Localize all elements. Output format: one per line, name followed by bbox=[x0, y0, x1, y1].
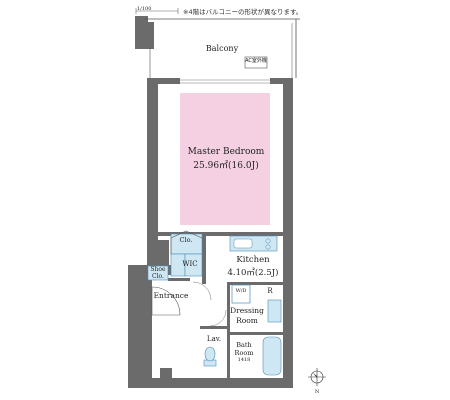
balcony-area bbox=[135, 16, 300, 78]
floor-note: ※4階はバルコニーの形状が異なります。 bbox=[183, 8, 303, 16]
washer-label: W/D bbox=[235, 288, 247, 294]
bath-room-label-line1: Bath bbox=[236, 341, 252, 349]
entrance-label: Entrance bbox=[153, 291, 189, 300]
scale-bar bbox=[135, 8, 179, 14]
master-bedroom-area bbox=[180, 93, 270, 225]
scale-label: 1/100 bbox=[137, 6, 152, 12]
bath-size-label: 1418 bbox=[237, 357, 251, 363]
ac-unit-box bbox=[244, 56, 268, 69]
shoe-closet-label-line1: Shoe bbox=[150, 266, 166, 273]
balcony-label: Balcony bbox=[205, 44, 239, 53]
lavatory-label: Lav. bbox=[206, 335, 222, 343]
shoe-closet-label-line2: Clo. bbox=[152, 273, 164, 280]
bath-room-label-line2: Room bbox=[234, 349, 254, 357]
entrance-door bbox=[151, 286, 181, 316]
closet-label: Clo. bbox=[179, 236, 193, 244]
dressing-room-label-line1: Dressing bbox=[230, 306, 264, 315]
kitchen-label: Kitchen bbox=[236, 255, 270, 265]
vanity-basin bbox=[267, 299, 282, 323]
bathtub bbox=[262, 336, 282, 376]
wic-label: WIC bbox=[182, 260, 198, 268]
walls bbox=[128, 78, 293, 388]
sink-icon bbox=[233, 238, 253, 249]
dressing-room-label-line2: Room bbox=[236, 316, 258, 325]
refrigerator-label: R bbox=[267, 287, 273, 295]
kitchen-area: 4.10㎡(2.5J) bbox=[227, 268, 279, 278]
washer-space bbox=[231, 284, 251, 304]
ac-unit-label: AC室外機 bbox=[245, 58, 267, 64]
master-bedroom-area: 25.96㎡(16.0J) bbox=[193, 161, 259, 171]
compass-icon bbox=[308, 368, 326, 386]
master-bedroom-label: Master Bedroom bbox=[187, 147, 265, 157]
shoe-closet bbox=[147, 265, 169, 281]
compass-n-label: N bbox=[314, 389, 320, 395]
stove-icon bbox=[265, 238, 271, 244]
